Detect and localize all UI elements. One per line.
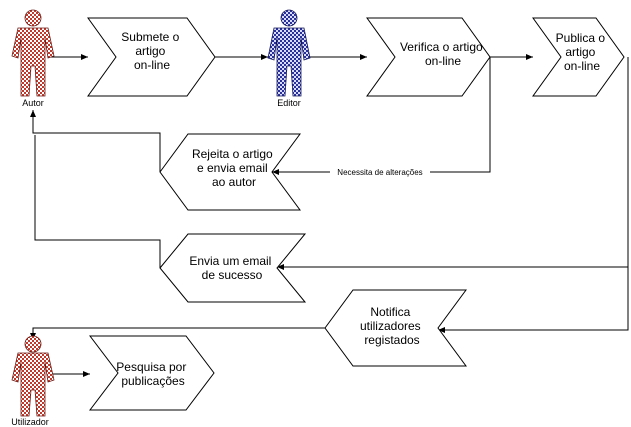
actor-editor-label: Editor bbox=[277, 98, 301, 108]
actor-autor-label: Autor bbox=[22, 98, 44, 108]
connector-envia-email-to-autor bbox=[34, 135, 161, 268]
step-pesquisa-label: Pesquisa por publicações bbox=[116, 360, 189, 388]
step-pesquisa: Pesquisa por publicações bbox=[88, 335, 215, 411]
step-rejeita: Rejeita o artigo e envia email ao autor bbox=[159, 133, 301, 211]
connector-verifica-to-rejeita bbox=[430, 57, 491, 173]
step-notifica-label: Notifica utilizadores registados bbox=[360, 305, 424, 347]
actor-editor: Editor bbox=[267, 9, 311, 108]
arrow-publica-to-notifica bbox=[438, 267, 629, 333]
person-icon bbox=[11, 9, 55, 97]
step-publica: Publica o artigo on-line bbox=[532, 17, 625, 97]
actor-utilizador-label: Utilizador bbox=[11, 417, 49, 427]
actor-utilizador: Utilizador bbox=[11, 335, 55, 427]
step-verifica-label: Verifica o artigo on-line bbox=[400, 40, 486, 68]
step-envia-email: Envia um email de sucesso bbox=[159, 233, 307, 303]
person-icon bbox=[11, 335, 55, 417]
step-submete: Submete o artigo on-line bbox=[87, 17, 216, 97]
step-submete-label: Submete o artigo on-line bbox=[121, 30, 182, 72]
step-verifica: Verifica o artigo on-line bbox=[366, 17, 491, 97]
step-notifica: Notifica utilizadores registados bbox=[324, 289, 467, 367]
actor-autor: Autor bbox=[11, 9, 55, 108]
edge-label-alteracoes: Necessita de alterações bbox=[337, 168, 422, 177]
arrow-rejeita-to-autor bbox=[30, 110, 161, 172]
step-publica-label: Publica o artigo on-line bbox=[556, 31, 609, 73]
step-rejeita-label: Rejeita o artigo e envia email ao autor bbox=[192, 147, 276, 189]
person-icon bbox=[267, 9, 311, 97]
step-envia-email-label: Envia um email de sucesso bbox=[189, 254, 274, 282]
